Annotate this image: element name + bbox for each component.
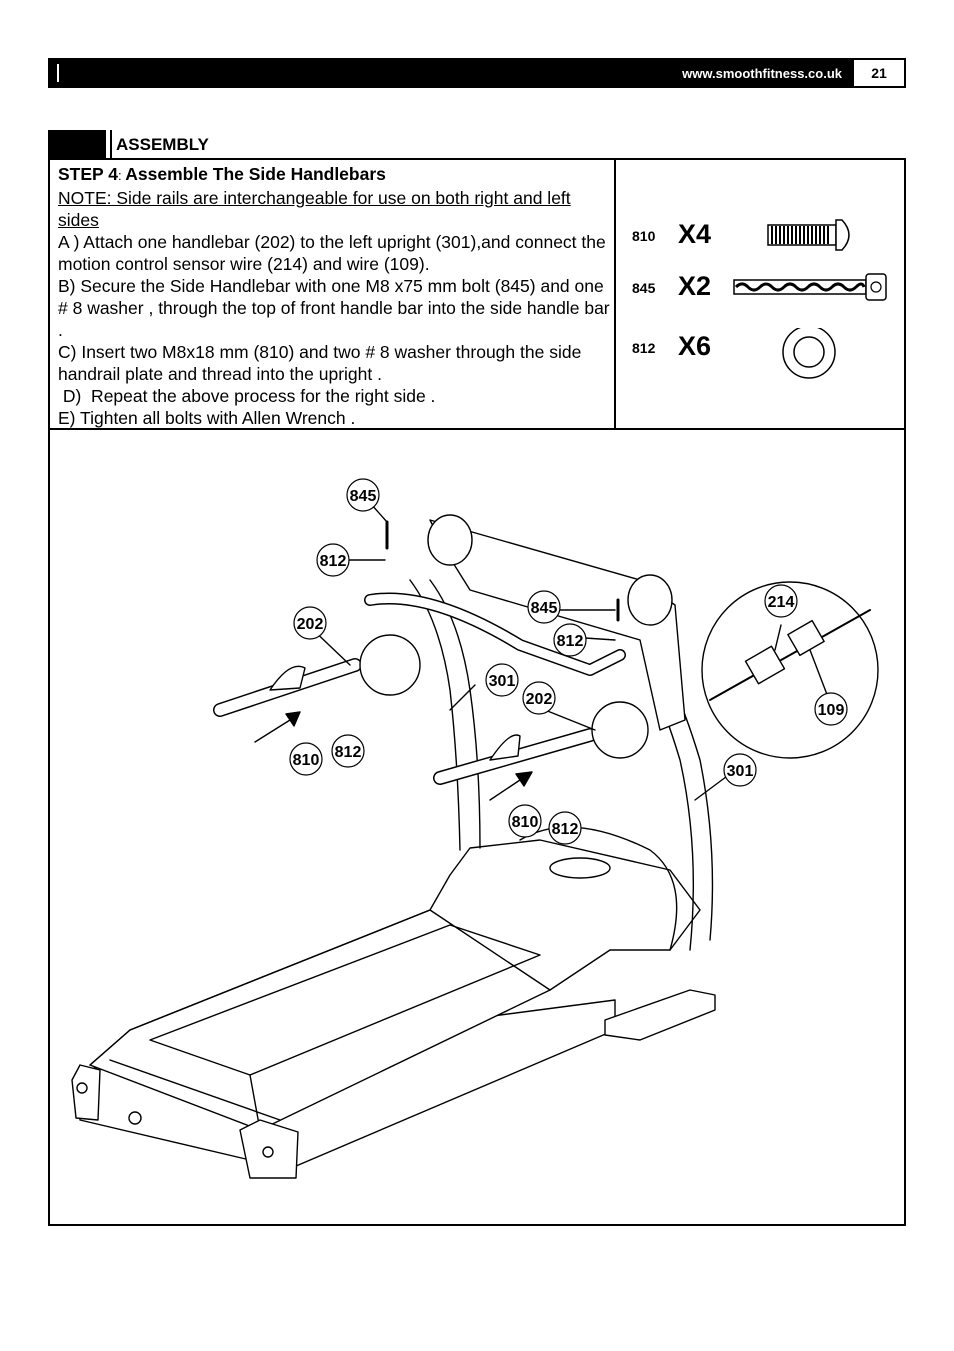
part-qty: X4 bbox=[678, 219, 712, 249]
svg-text:810: 810 bbox=[512, 814, 539, 831]
section-header: ASSEMBLY bbox=[48, 130, 348, 158]
svg-text:301: 301 bbox=[727, 763, 754, 780]
svg-text:812: 812 bbox=[320, 553, 347, 570]
callout-214: 214 bbox=[764, 584, 798, 618]
callout-812-right-lower: 812 bbox=[548, 811, 582, 845]
arrow-right bbox=[489, 771, 533, 801]
callouts: 845 812 202 845 812 301 202 810 812 810 … bbox=[289, 478, 848, 845]
instructions-row: STEP 4: Assemble The Side Handlebars NOT… bbox=[50, 160, 904, 430]
instructions-cell: STEP 4: Assemble The Side Handlebars NOT… bbox=[50, 160, 616, 428]
part-code: 810 bbox=[632, 228, 656, 244]
callout-202-right: 202 bbox=[522, 681, 556, 715]
section-title: ASSEMBLY bbox=[116, 135, 209, 154]
assembly-frame: STEP 4: Assemble The Side Handlebars NOT… bbox=[48, 158, 906, 1226]
treadmill-drawing: 845 812 202 845 812 301 202 810 812 810 … bbox=[71, 478, 879, 1179]
step-title: Assemble The Side Handlebars bbox=[125, 164, 386, 184]
callout-812-right: 812 bbox=[553, 623, 587, 657]
detail-circle-right bbox=[591, 701, 649, 759]
instruction-d: D) Repeat the above process for the righ… bbox=[58, 386, 436, 406]
svg-text:845: 845 bbox=[350, 488, 377, 505]
long-bolt-icon bbox=[733, 273, 887, 301]
part-code: 812 bbox=[632, 340, 656, 356]
callout-202-left: 202 bbox=[293, 606, 327, 640]
step-note: NOTE: Side rails are interchangeable for… bbox=[58, 188, 571, 230]
arrow-left bbox=[254, 711, 301, 743]
washer-icon bbox=[782, 328, 836, 379]
page-header: www.smoothfitness.co.uk 21 bbox=[48, 58, 906, 88]
callout-812-left-lower: 812 bbox=[331, 734, 365, 768]
callout-810-right: 810 bbox=[508, 804, 542, 838]
assembly-diagram: 845 812 202 845 812 301 202 810 812 810 … bbox=[50, 430, 904, 1224]
svg-text:812: 812 bbox=[557, 633, 584, 650]
instruction-e: E) Tighten all bolts with Allen Wrench . bbox=[58, 408, 356, 428]
header-url: www.smoothfitness.co.uk bbox=[682, 66, 842, 81]
svg-text:812: 812 bbox=[335, 744, 362, 761]
svg-text:202: 202 bbox=[297, 616, 324, 633]
part-qty: X2 bbox=[678, 271, 712, 301]
part-row-812: 812 X6 bbox=[632, 328, 892, 379]
step-heading: STEP 4: Assemble The Side Handlebars bbox=[58, 164, 386, 184]
part-row-810: 810 X4 bbox=[632, 216, 892, 256]
part-code: 845 bbox=[632, 280, 656, 296]
instruction-c: C) Insert two M8x18 mm (810) and two # 8… bbox=[58, 342, 582, 384]
callout-810-left: 810 bbox=[289, 742, 323, 776]
section-marker bbox=[48, 130, 112, 158]
svg-text:109: 109 bbox=[818, 702, 845, 719]
callout-812-left: 812 bbox=[316, 543, 350, 577]
callout-301-left: 301 bbox=[485, 663, 519, 697]
callout-109: 109 bbox=[814, 692, 848, 726]
svg-text:810: 810 bbox=[293, 752, 320, 769]
part-qty: X6 bbox=[678, 331, 712, 361]
svg-text:301: 301 bbox=[489, 673, 516, 690]
short-bolt-icon bbox=[767, 219, 850, 251]
parts-list: 810 X4 845 X2 bbox=[618, 160, 904, 428]
svg-text:812: 812 bbox=[552, 821, 579, 838]
part-row-845: 845 X2 bbox=[632, 268, 892, 308]
rear-cap-right bbox=[239, 1119, 299, 1179]
svg-text:845: 845 bbox=[531, 600, 558, 617]
detail-circle-left bbox=[359, 634, 421, 696]
callout-845-left: 845 bbox=[346, 478, 380, 512]
callout-301-right: 301 bbox=[723, 753, 757, 787]
step-label: STEP 4 bbox=[58, 164, 118, 184]
left-upright bbox=[409, 579, 461, 851]
instruction-b: B) Secure the Side Handlebar with one M8… bbox=[58, 276, 610, 340]
page-number: 21 bbox=[852, 60, 904, 86]
svg-text:214: 214 bbox=[768, 594, 795, 611]
callout-845-right: 845 bbox=[527, 590, 561, 624]
rear-cap-left bbox=[71, 1064, 101, 1121]
svg-text:202: 202 bbox=[526, 691, 553, 708]
header-divider bbox=[57, 64, 59, 82]
instruction-a: A ) Attach one handlebar (202) to the le… bbox=[58, 232, 606, 274]
